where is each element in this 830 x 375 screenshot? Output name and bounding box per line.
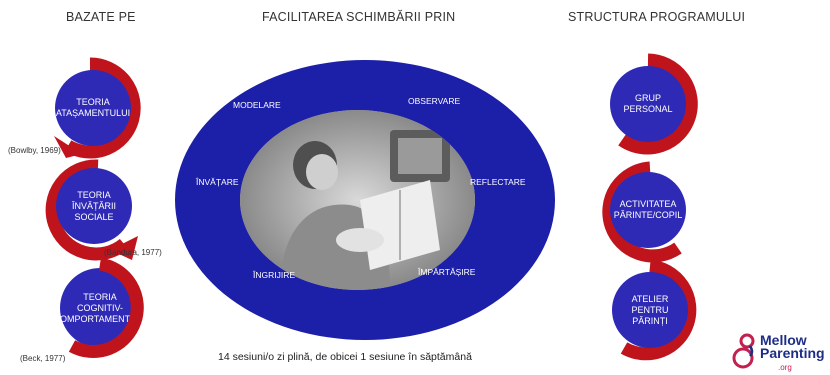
- logo-domain: .org: [778, 363, 792, 372]
- circle-line: ATELIER: [631, 293, 669, 304]
- sessions-note: 14 sesiuni/o zi plină, de obicei 1 sesiu…: [218, 351, 472, 363]
- left-red-arc-3: [68, 257, 144, 358]
- citation-beck: (Beck, 1977): [20, 354, 66, 363]
- circle-line: TEORIA: [77, 189, 111, 200]
- ring-label-impartasire: ÎMPĂRTĂȘIRE: [418, 267, 476, 277]
- right-red-arc-2: [602, 161, 682, 263]
- circle-atelier-pentru-parinti: ATELIER PENTRU PĂRINȚI: [612, 272, 688, 348]
- logo-wordmark: Mellow Parenting: [760, 332, 825, 361]
- citation-bandura: (Bandura, 1977): [104, 248, 162, 257]
- header-bazate-pe: BAZATE PE: [66, 10, 136, 24]
- left-red-arc-2: [45, 159, 138, 261]
- circle-grup-personal: GRUP PERSONAL: [610, 66, 686, 142]
- citation-bowlby: (Bowlby, 1969): [8, 146, 61, 155]
- photo-illustration: [240, 110, 475, 290]
- circle-line: SOCIALE: [74, 211, 114, 222]
- right-red-arc-1: [618, 53, 698, 155]
- header-structura: STRUCTURA PROGRAMULUI: [568, 10, 746, 24]
- circle-line: PENTRU: [631, 304, 669, 315]
- circle-line: ACTIVITATEA: [619, 199, 677, 209]
- photo-parent-child-reading: [240, 110, 475, 290]
- header-facilitarea: FACILITAREA SCHIMBĂRII PRIN: [262, 10, 456, 24]
- circle-line: ATAȘAMENTULUI: [55, 108, 131, 118]
- right-red-arc-3: [620, 259, 697, 361]
- left-red-arc-1: [54, 57, 141, 159]
- ring-label-invatare: ÎNVĂȚARE: [196, 177, 239, 187]
- ring-label-reflectare: REFLECTARE: [470, 177, 526, 187]
- logo-line-1: Mellow: [760, 332, 807, 348]
- circle-line: ÎNVĂȚĂRII: [71, 200, 116, 211]
- circle-line: PĂRINȚI: [632, 315, 668, 326]
- ring-label-ingrijire: ÎNGRIJIRE: [253, 270, 296, 280]
- ring-label-observare: OBSERVARE: [408, 96, 461, 106]
- circle-line: PĂRINTE/COPIL: [613, 210, 683, 220]
- circle-line: COMPORTAMENTALĂ: [53, 313, 147, 324]
- circle-teoria-atasamentului: TEORIA ATAȘAMENTULUI: [55, 70, 131, 146]
- mellow-parenting-logo-icon: [732, 333, 755, 369]
- logo-line-2: Parenting: [760, 345, 825, 361]
- circle-line: PERSONAL: [623, 104, 673, 114]
- circle-line: TEORIA: [83, 291, 117, 302]
- circle-line: TEORIA: [76, 97, 110, 107]
- circle-teoria-invatarii-sociale: TEORIA ÎNVĂȚĂRII SOCIALE: [56, 168, 132, 244]
- circle-line: COGNITIV-: [77, 302, 124, 313]
- ring-label-modelare: MODELARE: [233, 100, 281, 110]
- circle-activitatea-parinte-copil: ACTIVITATEA PĂRINTE/COPIL: [610, 172, 686, 248]
- circle-line: GRUP: [634, 93, 661, 103]
